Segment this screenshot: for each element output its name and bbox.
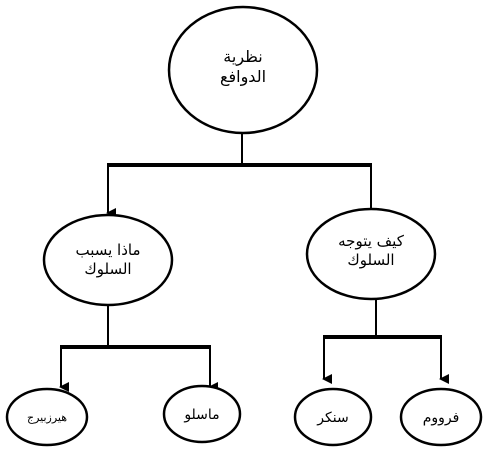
root-node: نظرية الدوافع [167, 5, 319, 135]
left-branch-connector [59, 305, 218, 392]
right-branch-node: كيف يتوجه السلوك [305, 207, 437, 301]
root-title-line1: نظرية [223, 47, 262, 67]
left-branch-line2: السلوك [84, 260, 131, 278]
leaf-maslow-label: ماسلو [183, 407, 219, 423]
left-branch-line1: ماذا يسبب [75, 241, 140, 259]
right-branch-connector [322, 298, 449, 384]
leaf-node-skinner: سنكر [293, 387, 373, 447]
leaf-herzberg-label: هيرزبيرج [27, 411, 67, 424]
leaf-skinner-label: سنكر [316, 410, 348, 426]
left-branch-node: ماذا يسبب السلوك [42, 213, 174, 307]
leaf-node-vroom: فرووم [399, 387, 483, 447]
leaf-vroom-label: فرووم [423, 410, 460, 426]
right-branch-line2: السلوك [347, 251, 394, 269]
leaf-node-maslow: ماسلو [162, 384, 242, 444]
root-connector [106, 134, 379, 218]
right-branch-line1: كيف يتوجه [338, 232, 405, 250]
root-title-line2: الدوافع [220, 67, 266, 87]
leaf-node-herzberg: هيرزبيرج [5, 387, 89, 447]
